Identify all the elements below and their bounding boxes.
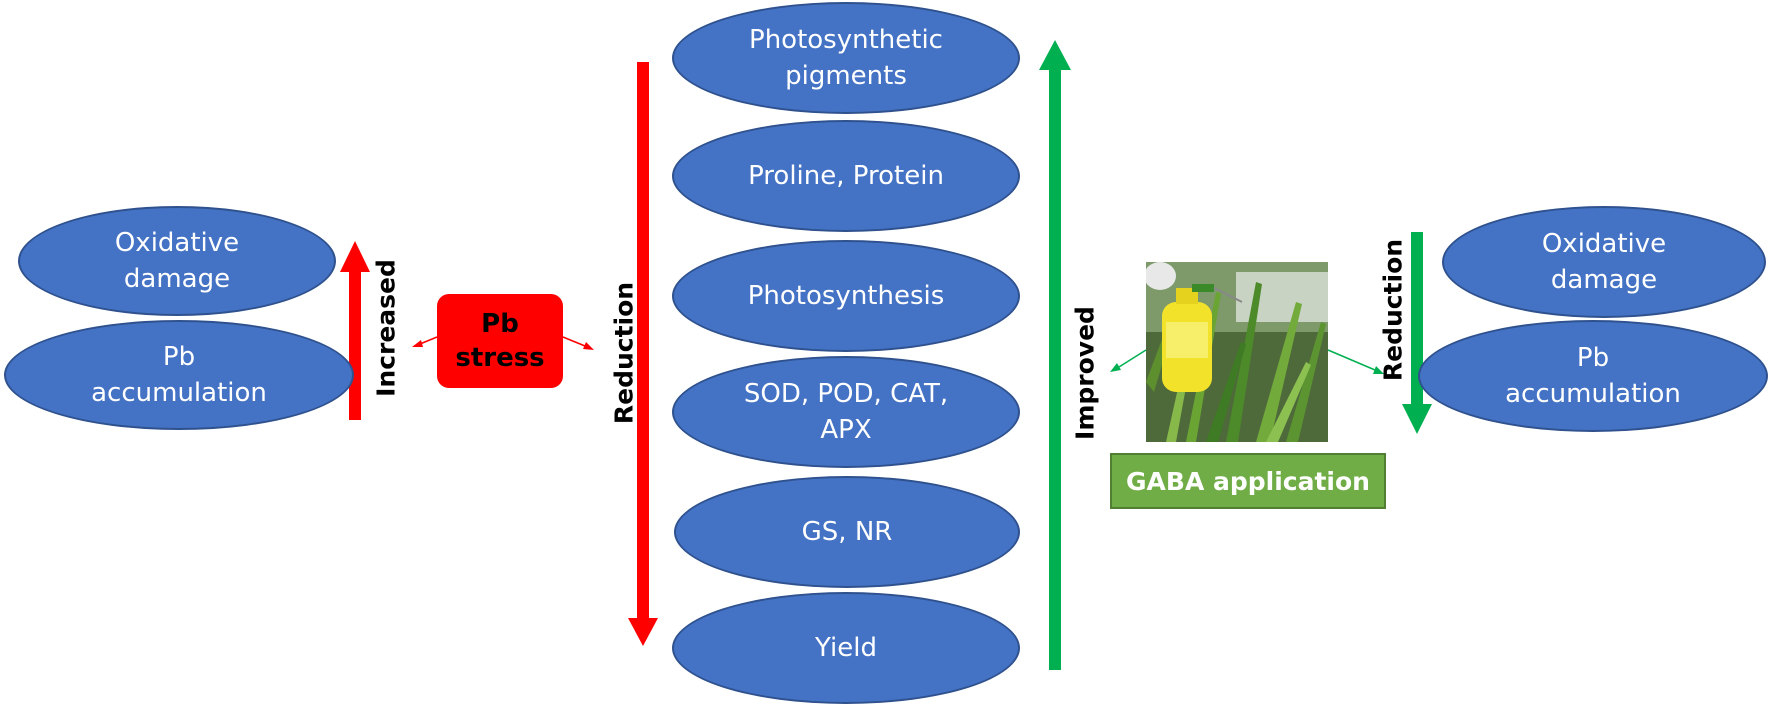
- right-oxidative-damage-text: Oxidative damage: [1541, 229, 1667, 295]
- pb-stress-box: Pb stress: [437, 294, 563, 388]
- gaba-spray-photo: [1146, 262, 1328, 442]
- proline-protein-text: Proline, Protein: [748, 161, 944, 191]
- increased-label: Increased: [371, 259, 401, 397]
- right-pb-accumulation-text: Pb accumulation: [1505, 343, 1681, 409]
- proline-protein-ellipse: Proline, Protein: [672, 120, 1020, 232]
- photosynthesis-ellipse: Photosynthesis: [672, 240, 1020, 352]
- photosynthesis-text: Photosynthesis: [747, 281, 945, 311]
- antioxidant-enzymes-ellipse: SOD, POD, CAT, APX: [672, 356, 1020, 468]
- yield-ellipse: Yield: [672, 592, 1020, 704]
- left-pb-accumulation-text: Pb accumulation: [91, 342, 267, 408]
- right-oxidative-damage-ellipse: Oxidative damage: [1442, 206, 1766, 318]
- antioxidant-enzymes-text: SOD, POD, CAT, APX: [743, 379, 949, 445]
- right-pb-accumulation-ellipse: Pb accumulation: [1418, 320, 1768, 432]
- right-reduction-label: Reduction: [1378, 238, 1408, 382]
- center-reduction-label: Reduction: [609, 281, 639, 425]
- left-oxidative-damage-ellipse: Oxidative damage: [18, 206, 336, 316]
- photosynthetic-pigments-ellipse: Photosynthetic pigments: [672, 2, 1020, 114]
- yield-text: Yield: [815, 633, 877, 663]
- gaba-right-pointer: [1327, 349, 1384, 374]
- improved-label: Improved: [1070, 306, 1100, 440]
- gaba-left-pointer: [1110, 349, 1147, 372]
- improved-up-arrow: [1039, 40, 1071, 670]
- photosynthetic-pigments-text: Photosynthetic pigments: [749, 25, 943, 91]
- pb-stress-left-pointer: [412, 336, 438, 347]
- left-oxidative-damage-text: Oxidative damage: [114, 228, 240, 294]
- left-pb-accumulation-ellipse: Pb accumulation: [4, 320, 354, 430]
- increased-up-arrow: [340, 241, 370, 420]
- gs-nr-text: GS, NR: [801, 517, 893, 547]
- pb-stress-right-pointer: [562, 336, 594, 350]
- gaba-application-label: GABA application: [1110, 453, 1386, 509]
- right-reduction-down-arrow: [1402, 232, 1432, 434]
- gs-nr-ellipse: GS, NR: [674, 476, 1020, 588]
- reduction-down-arrow: [628, 62, 658, 646]
